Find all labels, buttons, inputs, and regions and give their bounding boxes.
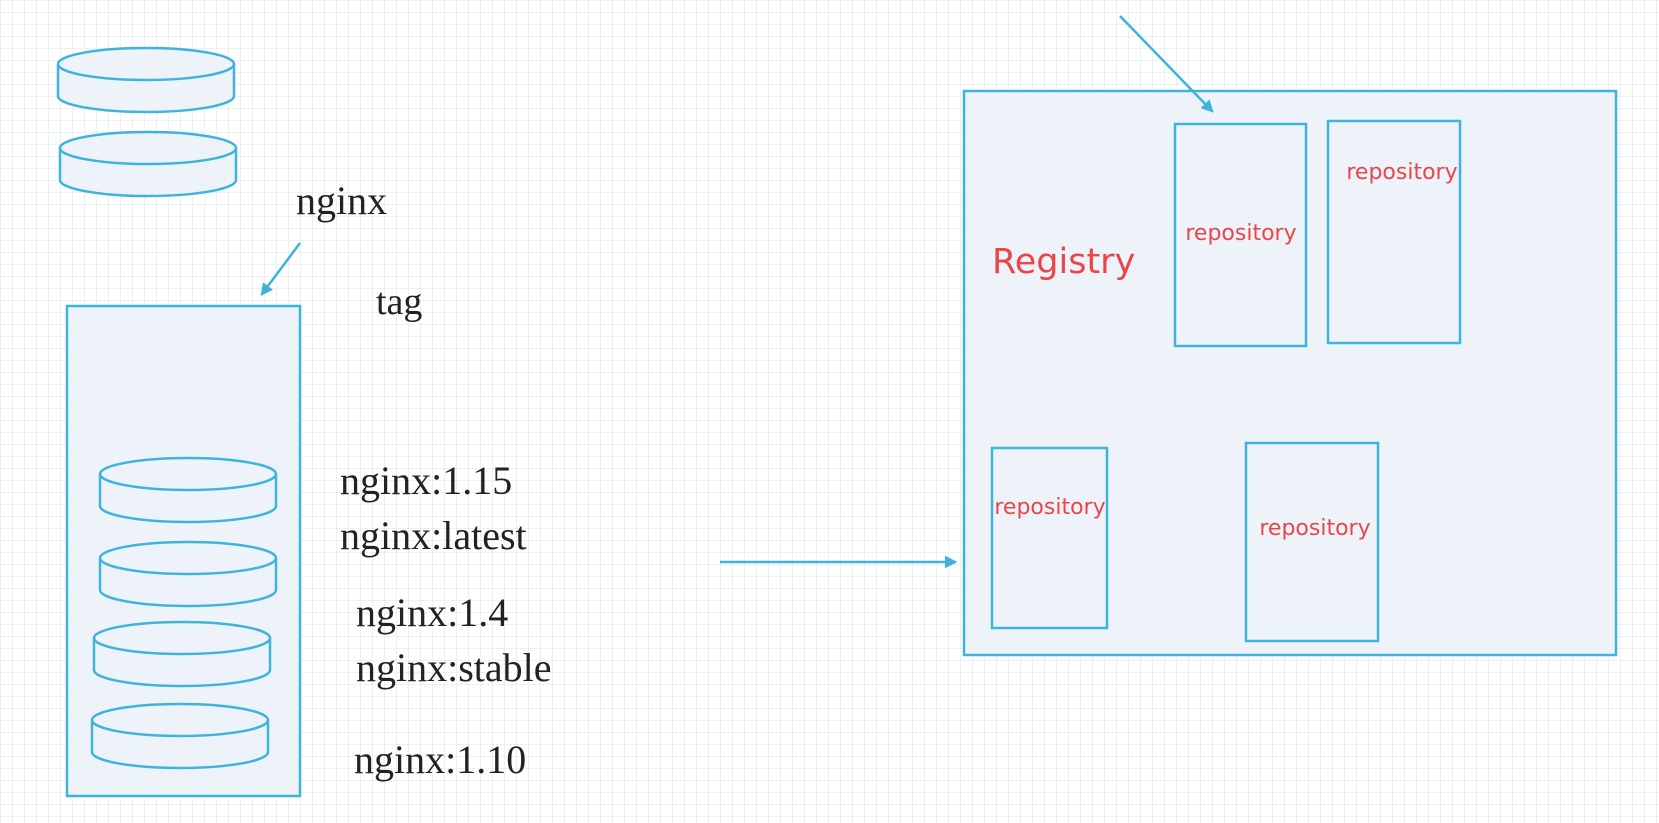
tag-list: nginx:1.15 nginx:latest nginx:1.4 nginx:…	[340, 458, 552, 782]
layer-disk-icon	[90, 702, 270, 770]
layer-disk-icon	[92, 620, 272, 688]
pull-arrow	[1119, 15, 1214, 113]
repository-box	[1326, 119, 1462, 345]
tag-item: nginx:1.10	[354, 737, 526, 782]
tag-item: nginx:1.15	[340, 458, 512, 503]
image-name-label: nginx	[296, 178, 387, 223]
image-arrow	[260, 242, 302, 297]
tag-item: nginx:latest	[340, 513, 527, 558]
standalone-layer-stack	[56, 46, 238, 198]
registry-label: Registry	[992, 242, 1135, 282]
repository-label: repository	[1346, 160, 1457, 185]
tagged-layer-stack	[90, 456, 278, 770]
layer-disk-icon	[98, 456, 278, 524]
tag-item: nginx:stable	[356, 645, 552, 690]
repository-box	[1244, 441, 1380, 643]
layer-disk-icon	[98, 540, 278, 608]
repository-box	[1173, 122, 1308, 348]
tag-item: nginx:1.4	[356, 590, 508, 635]
repository-label: repository	[1259, 516, 1370, 541]
layer-disk-icon	[56, 46, 236, 114]
layer-disk-icon	[58, 130, 238, 198]
repository-label: repository	[994, 495, 1105, 520]
repository-box	[990, 446, 1109, 630]
tag-label: tag	[376, 281, 422, 323]
repository-label: repository	[1185, 221, 1296, 246]
